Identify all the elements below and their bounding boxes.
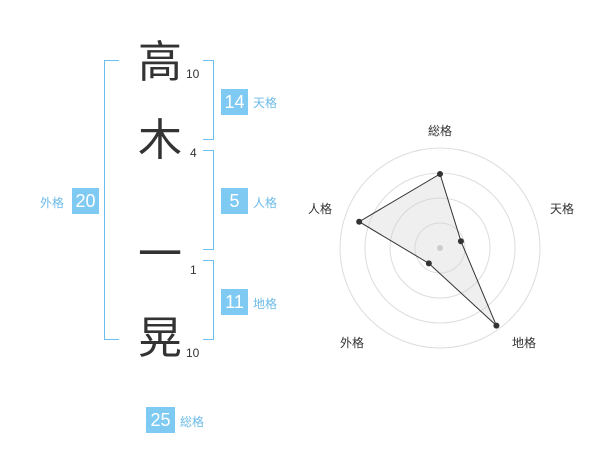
chikaku-label: 地格: [253, 297, 278, 311]
soukaku-badge: 25: [146, 407, 175, 433]
gaikaku-badge: 20: [72, 188, 99, 214]
soukaku-label: 総格: [180, 415, 205, 429]
chikaku-bracket: [203, 260, 214, 340]
gaikaku-bracket: [104, 60, 119, 340]
radar-grid-ring: [389, 197, 491, 299]
radar-series-polygon: [358, 173, 497, 327]
jinkaku-label: 人格: [253, 196, 278, 210]
radar-point-4: [425, 260, 432, 267]
radar-label-gaikaku: 外格: [340, 336, 365, 350]
radar-point-5: [356, 218, 363, 225]
radar-center-dot: [437, 245, 443, 251]
gaikaku-label: 外格: [40, 196, 65, 210]
radar-point-3: [493, 322, 500, 329]
chikaku-badge: 11: [221, 289, 248, 315]
radar-label-tenkaku: 天格: [550, 202, 575, 216]
jinkaku-badge: 5: [221, 188, 248, 214]
stroke-count-4: 10: [186, 346, 200, 360]
radar-label-soukaku: 総格: [428, 124, 453, 138]
stroke-count-2: 4: [190, 146, 197, 160]
name-char-3: 一: [138, 229, 182, 280]
radar-label-jinkaku: 人格: [308, 202, 333, 216]
radar-grid-ring: [339, 147, 541, 349]
name-char-4: 晃: [138, 313, 182, 364]
stroke-count-1: 10: [186, 67, 200, 81]
radar-point-2: [457, 238, 464, 245]
radar-label-chikaku: 地格: [512, 336, 537, 350]
jinkaku-bracket: [203, 150, 214, 250]
radar-point-1: [437, 171, 443, 177]
tenkaku-label: 天格: [253, 96, 278, 110]
tenkaku-badge: 14: [221, 89, 248, 115]
name-char-2: 木: [138, 115, 182, 166]
name-char-1: 高: [138, 37, 182, 88]
stroke-count-3: 1: [190, 263, 197, 277]
tenkaku-bracket: [203, 60, 214, 140]
